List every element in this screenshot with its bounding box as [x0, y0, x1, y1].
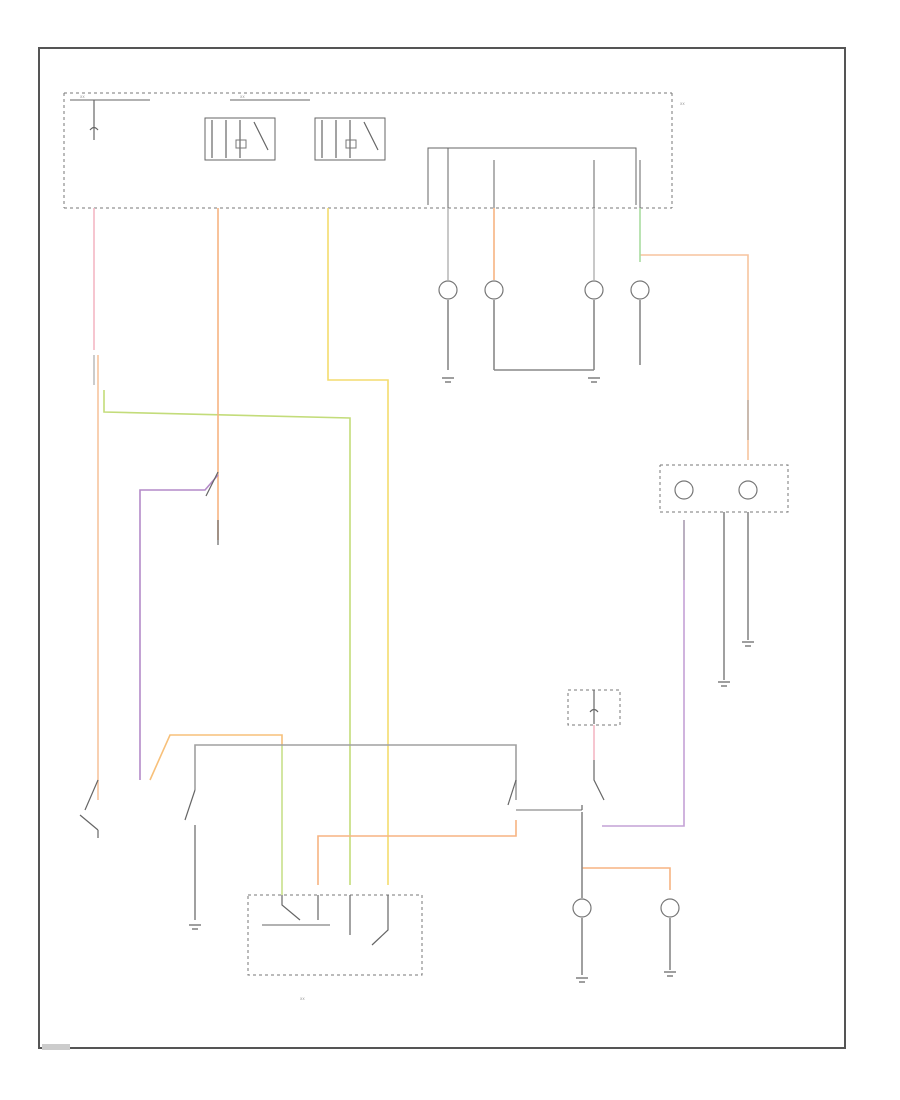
svg-text:xx: xx: [300, 996, 305, 1001]
lamp-icon: [738, 480, 758, 500]
switch-icon: [581, 760, 605, 810]
lamp-group-bottom: [572, 812, 680, 983]
fuse-relay-box: xx xx xx: [63, 92, 685, 209]
ground-icon: [718, 681, 730, 687]
wire-orange-horizontal: [149, 734, 283, 781]
lamp-icon: [438, 280, 458, 300]
lamp-icon: [584, 280, 604, 300]
lamp-icon: [484, 280, 504, 300]
switch-icon: [79, 779, 99, 838]
wire-gray-bus: [194, 744, 517, 800]
wire-orange-module: [317, 820, 517, 885]
switch-icon: [281, 895, 389, 946]
ground-icon: [189, 924, 201, 930]
lamp-icon: [630, 280, 650, 300]
wire-orange-right: [640, 254, 749, 460]
fuse-bus: [427, 147, 641, 208]
wire-purple-right: [602, 520, 685, 827]
corner-tag: [42, 1044, 70, 1050]
switch-icon: [184, 789, 196, 860]
ground-icon: [442, 377, 454, 383]
fuse-box-right: [567, 689, 621, 726]
lamp-icon: [572, 898, 592, 918]
wire-green: [103, 390, 351, 885]
relay-coil-icon: [345, 139, 357, 149]
relay-left: [204, 117, 276, 161]
relay-right: [314, 117, 386, 161]
fuse-icon: [89, 100, 99, 140]
wire-yellow: [327, 208, 389, 885]
svg-text:xx: xx: [240, 94, 245, 99]
rear-lamp-assembly: [659, 464, 789, 687]
svg-text:xx: xx: [680, 101, 685, 106]
ground-icon: [742, 641, 754, 647]
switch-icon: [205, 471, 219, 545]
connector-icon: [93, 355, 749, 580]
switch-icon: [507, 779, 517, 806]
lamp-group-top: [438, 280, 650, 383]
wire-purple: [139, 474, 219, 780]
relay-coil-icon: [235, 139, 247, 149]
wire-orange-lower: [582, 867, 671, 890]
lamp-icon: [660, 898, 680, 918]
ground-icon: [664, 971, 676, 977]
svg-text:xx: xx: [80, 94, 85, 99]
ground-icon: [588, 377, 600, 383]
fuse-icon: [589, 690, 599, 724]
lighting-control-module: xx: [247, 894, 423, 1001]
diagram-frame: [38, 47, 846, 1049]
lamp-icon: [674, 480, 694, 500]
ground-icon: [576, 977, 588, 983]
